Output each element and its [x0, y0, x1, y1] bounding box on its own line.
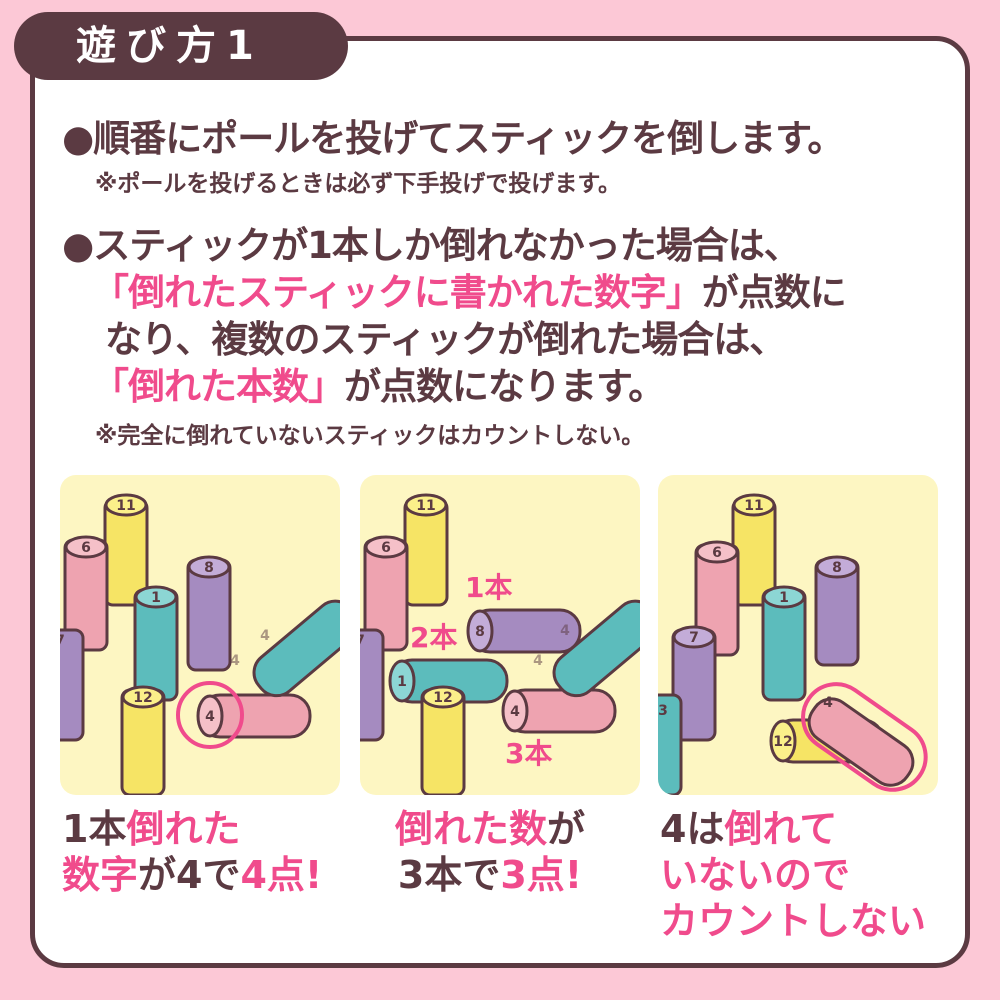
stick-number: 4 [510, 704, 520, 720]
stick-number: 7 [360, 633, 365, 649]
illustration-panel-3: 11 6 8 1 7 3 12 4 [658, 475, 938, 795]
caption-highlight: 3点! [500, 853, 583, 897]
stick-number: 12 [133, 690, 152, 706]
rule2-highlight2: 「倒れた本数」 [92, 365, 345, 408]
illustration-panel-2: 11 6 8 1 7 12 4 4 4 1本 2本 3本 [360, 475, 640, 795]
rule2-line3: なり、複数のスティックが倒れた場合は、 [105, 318, 786, 361]
stick [60, 493, 340, 795]
sticks-illustration-3: 11 6 8 1 7 3 12 4 [658, 493, 928, 795]
stick-number: 12 [433, 690, 452, 706]
count-label-3: 3本 [505, 737, 552, 770]
stick-number: 1 [397, 674, 407, 690]
rule2-line2: 「倒れたスティックに書かれた数字」が点数に [92, 262, 847, 316]
rule1-text: ●順番にポールを投げてスティックを倒します。 [62, 117, 844, 160]
sticks-illustration-2: 11 6 8 1 7 12 4 4 4 1本 2本 3本 [360, 493, 640, 795]
caption-highlight: 4点! [240, 853, 323, 897]
stick-number: 4 [823, 695, 833, 711]
caption-1: 1本倒れた 数字が4で4点! [62, 806, 322, 898]
section-tab: 遊び方1 [14, 12, 348, 80]
rule2-line2-rest: が点数に [701, 271, 847, 314]
caption-highlight: 数字 [62, 853, 139, 897]
stick-number: 7 [60, 633, 65, 649]
caption-highlight: 倒れた数 [395, 807, 548, 851]
rule2-line1: ●スティックが1本しか倒れなかった場合は、 [62, 224, 801, 267]
stick-number: 6 [81, 540, 91, 556]
stick-number: 12 [773, 734, 792, 750]
stick-number: 11 [116, 498, 135, 514]
stick-number: 4 [205, 709, 215, 725]
highlight-outline [801, 682, 928, 792]
caption-2: 倒れた数が 3本で3点! [395, 806, 585, 898]
stick-number: 6 [381, 540, 391, 556]
stick-number: 1 [779, 590, 789, 606]
stick-number: 4 [560, 623, 570, 639]
stick-number: 1 [151, 590, 161, 606]
illustration-panel-1: 11 6 8 1 7 12 4 4 4 [60, 475, 340, 795]
stick-number: 4 [533, 653, 543, 669]
highlight-circle [176, 681, 244, 749]
rule2-note: ※完全に倒れていないスティックはカウントしない。 [95, 423, 645, 449]
rule2-line4: 「倒れた本数」が点数になります。 [92, 356, 665, 410]
stick-number: 7 [689, 630, 699, 646]
stick-number: 3 [658, 703, 668, 719]
caption-text: 1本 [62, 807, 127, 851]
count-label-2: 2本 [410, 621, 457, 654]
caption-highlight: カウントしない [660, 899, 927, 943]
count-label-1: 1本 [465, 571, 512, 604]
stick-number: 8 [475, 624, 485, 640]
caption-text: が [547, 807, 586, 851]
stick-number: 6 [712, 545, 722, 561]
caption-highlight: いないので [660, 853, 851, 897]
stick-number: 11 [744, 498, 763, 514]
stick-number: 4 [260, 628, 270, 644]
rule2-highlight1: 「倒れたスティックに書かれた数字」 [92, 271, 703, 314]
caption-highlight: 倒れて [724, 807, 838, 851]
stick-number: 8 [204, 560, 214, 576]
stick-number: 4 [230, 653, 240, 669]
caption-text: 4は [660, 807, 725, 851]
caption-text: が4で [138, 853, 241, 897]
caption-highlight: 倒れた [126, 807, 241, 851]
caption-text: 3本で [397, 853, 501, 897]
sticks-illustration-1: 11 6 8 1 7 12 4 4 4 [60, 493, 340, 795]
stick-number: 8 [832, 560, 842, 576]
stick-number: 11 [416, 498, 435, 514]
rule1-note: ※ポールを投げるときは必ず下手投げで投げます。 [95, 171, 622, 197]
rule2-line4-rest: が点数になります。 [344, 365, 665, 408]
caption-3: 4は倒れて いないので カウントしない [660, 806, 926, 944]
